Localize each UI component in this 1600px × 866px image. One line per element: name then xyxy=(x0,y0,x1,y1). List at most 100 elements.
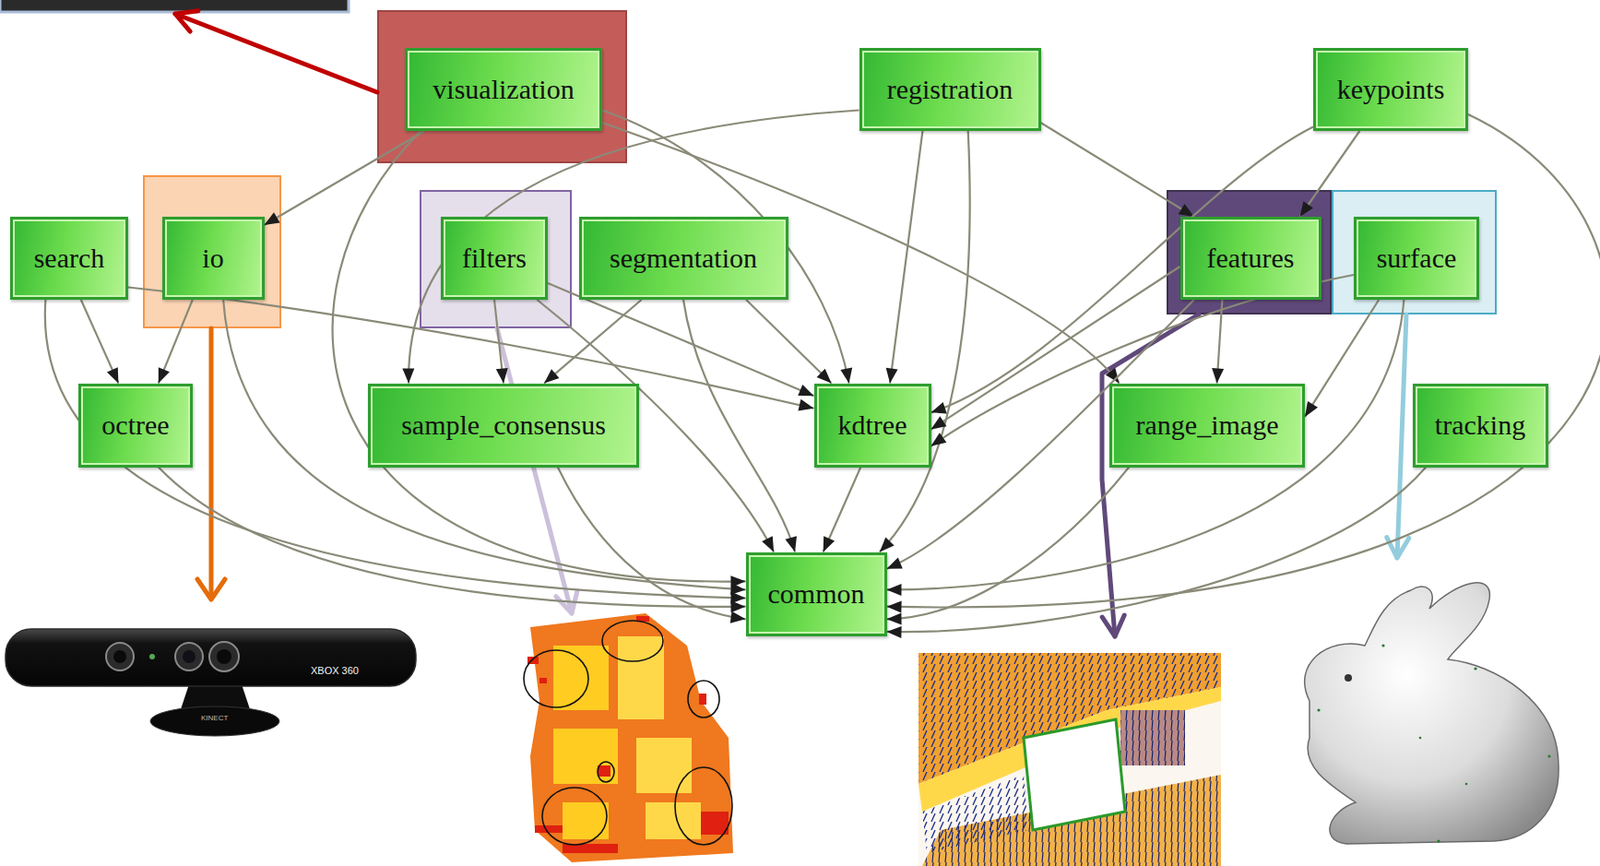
device-label: KINECT xyxy=(201,713,228,723)
arrow-head xyxy=(761,535,774,552)
arrow-head xyxy=(887,613,902,626)
dependency-line xyxy=(746,299,831,384)
dependency-line xyxy=(1041,122,1195,217)
device-label: XBOX 360 xyxy=(310,664,359,676)
dependency-arrow xyxy=(494,299,509,384)
dependency-line xyxy=(557,467,747,620)
arrow-head xyxy=(730,600,746,613)
dependency-arrow xyxy=(158,467,747,614)
dependency-arrow xyxy=(887,114,1600,614)
module-box: registration xyxy=(859,47,1042,131)
dependency-arrow xyxy=(602,110,853,384)
module-name: visualization xyxy=(432,73,574,107)
dependency-arrow xyxy=(264,130,426,226)
module-box: filters xyxy=(440,216,548,300)
arrow-head xyxy=(879,536,895,552)
arrow-head xyxy=(784,535,797,552)
dependency-line xyxy=(887,467,1427,633)
dependency-arrow xyxy=(746,299,831,384)
dependency-arrow xyxy=(879,130,971,553)
dependency-line xyxy=(683,299,795,553)
dependency-arrow xyxy=(158,299,193,384)
dependency-arrow xyxy=(823,467,862,553)
dependency-arrow xyxy=(557,467,747,624)
dependency-arrow xyxy=(45,299,747,605)
dependency-arrow xyxy=(81,299,119,384)
module-box: range_image xyxy=(1109,383,1305,468)
module-box: keypoints xyxy=(1313,47,1469,131)
module-box: tracking xyxy=(1412,383,1549,468)
module-name: range_image xyxy=(1136,409,1280,442)
bunny-mesh xyxy=(1304,582,1559,844)
arrow-head xyxy=(106,367,119,383)
dependency-arrow xyxy=(1041,122,1195,217)
arrow-head xyxy=(887,601,902,614)
dependency-arrow xyxy=(547,283,815,396)
dependency-arrow xyxy=(544,299,642,384)
dependency-arrow xyxy=(887,467,1427,639)
arrow-head xyxy=(931,432,948,447)
dependency-arrow xyxy=(223,299,746,595)
arrow-head xyxy=(1300,201,1314,217)
dependency-line xyxy=(931,127,1315,414)
arrow-head xyxy=(496,367,509,384)
dependency-line xyxy=(879,130,971,553)
module-name: search xyxy=(34,242,106,275)
module-name: common xyxy=(768,578,866,611)
dependency-line xyxy=(602,110,850,384)
arrow-head xyxy=(730,582,746,595)
dependency-arrow xyxy=(332,130,747,588)
arrow-head xyxy=(1304,401,1318,417)
dependency-arrow xyxy=(1300,130,1361,217)
module-box: search xyxy=(10,216,129,300)
dependency-arrow xyxy=(931,127,1315,415)
dependency-arrow xyxy=(1304,299,1379,417)
dependency-arrow xyxy=(602,122,1120,384)
module-name: tracking xyxy=(1434,409,1526,442)
dependency-line xyxy=(547,283,815,396)
arrow-head xyxy=(931,402,948,414)
module-box: common xyxy=(746,552,888,637)
arrow-head xyxy=(1211,367,1224,383)
module-name: io xyxy=(201,242,224,275)
module-box: visualization xyxy=(404,47,603,131)
arrow-head xyxy=(887,626,902,639)
arrow-head xyxy=(823,535,835,552)
arrow-head xyxy=(887,557,903,569)
module-name: features xyxy=(1207,242,1295,275)
dependency-line xyxy=(602,122,1120,384)
dependency-arrow xyxy=(402,110,859,384)
arrow-head xyxy=(797,384,814,396)
arrow-head xyxy=(931,415,948,429)
arrow-head xyxy=(158,367,170,383)
dependency-line xyxy=(887,467,1130,620)
dependency-line xyxy=(332,130,747,582)
normals-image xyxy=(918,652,1221,866)
module-box: sample_consensus xyxy=(367,383,640,468)
dependency-arrow xyxy=(886,130,924,384)
arrow-head xyxy=(1178,203,1195,217)
dependency-line xyxy=(823,467,862,553)
module-box: octree xyxy=(78,383,193,468)
dependency-line xyxy=(889,130,923,384)
dependency-line xyxy=(158,299,193,384)
module-name: kdtree xyxy=(838,409,908,442)
module-name: surface xyxy=(1376,242,1458,275)
module-name: keypoints xyxy=(1337,73,1446,107)
module-name: octree xyxy=(101,409,169,442)
module-name: sample_consensus xyxy=(401,409,606,442)
arrow-head xyxy=(817,368,832,384)
arrow-head xyxy=(730,611,747,624)
kinect-sensor xyxy=(5,628,416,736)
dependency-line xyxy=(887,114,1600,607)
dependency-line xyxy=(408,110,859,384)
point-cloud xyxy=(523,613,734,863)
dependency-line xyxy=(544,299,642,384)
dependency-line xyxy=(264,130,426,226)
dependency-line xyxy=(45,299,747,599)
module-box: features xyxy=(1180,216,1322,300)
dependency-line xyxy=(81,299,119,384)
dependency-arrow xyxy=(683,299,797,553)
dependency-line xyxy=(223,299,746,590)
module-name: registration xyxy=(887,73,1014,107)
